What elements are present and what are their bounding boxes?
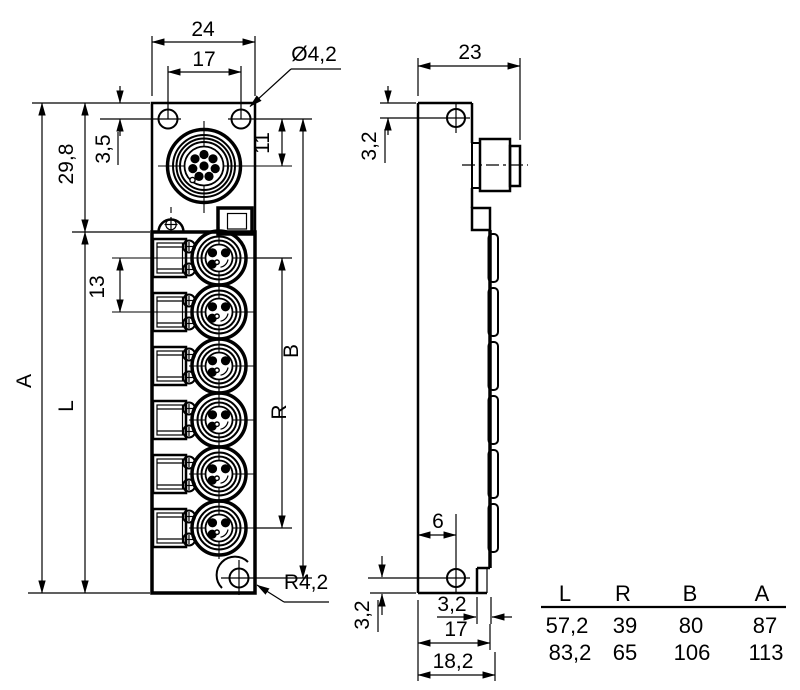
table-header-a: A: [755, 581, 770, 606]
m12-pins: [188, 149, 220, 184]
side-profile-outline: [416, 101, 528, 595]
table-cell: 83,2: [549, 640, 592, 665]
dim-port-span: R: [268, 404, 291, 419]
table-header-b: B: [683, 581, 698, 606]
front-view: 24 17 Ø4,2 3,5 29,8 A L: [13, 18, 341, 603]
side-view: 23 3,2 6 3,2 3,2 17: [351, 41, 528, 681]
table-cell: 65: [613, 640, 637, 665]
m12-connector-side: [462, 137, 528, 193]
m8-ports: [112, 225, 258, 561]
front-tab: [216, 206, 254, 236]
dim-depth-total: 23: [458, 41, 481, 64]
dim-flange-step: 3,2: [437, 593, 466, 616]
front-dimensions: 24 17 Ø4,2 3,5 29,8 A L: [13, 18, 341, 603]
mounting-hole: [230, 108, 252, 130]
table-cell: 39: [613, 613, 637, 638]
mounting-hole: [446, 568, 466, 588]
m8-port: [151, 387, 258, 453]
m8-port: [151, 495, 258, 561]
dim-depth-overall: 18,2: [433, 650, 474, 673]
mounting-holes-front: [100, 66, 312, 595]
mounting-holes-side: [368, 103, 470, 594]
dim-body-length: L: [55, 400, 78, 412]
dim-m12-offset: 11: [251, 132, 274, 154]
m12-connector: [158, 121, 292, 213]
table-row: 83,2 65 106 113: [549, 640, 784, 665]
m8-ports-side: [487, 233, 499, 553]
table-cell: 106: [674, 640, 711, 665]
mounting-hole: [228, 567, 250, 589]
mounting-hole: [157, 108, 179, 130]
m8-port: [151, 441, 258, 507]
dim-width-total: 24: [191, 18, 215, 41]
dim-hole-span: B: [280, 344, 303, 358]
ground-screw: [157, 207, 185, 233]
table-cell: 80: [679, 613, 703, 638]
table-header-r: R: [615, 581, 631, 606]
table-cell: 87: [753, 613, 777, 638]
dim-hole-edge-offset: 3,5: [92, 134, 115, 163]
mounting-hole: [446, 108, 466, 128]
dim-head-height: 29,8: [55, 144, 78, 185]
side-dimensions: 23 3,2 6 3,2 3,2 17: [351, 41, 521, 681]
dim-corner-radius: R4,2: [284, 571, 328, 594]
m8-port: [151, 333, 258, 399]
table-row: 57,2 39 80 87: [546, 613, 778, 638]
dim-hole-diameter: Ø4,2: [291, 43, 337, 66]
dim-height-total: A: [13, 374, 36, 388]
table-cell: 57,2: [546, 613, 589, 638]
dim-port-pitch: 13: [86, 275, 109, 298]
dim-hole-spacing: 17: [192, 48, 215, 71]
dim-depth-body: 17: [444, 618, 467, 641]
dim-bottom-hole-inset: 6: [432, 510, 444, 533]
variant-table: L R B A 57,2 39 80 87 83,2 65 106 113: [541, 581, 786, 665]
table-cell: 113: [748, 640, 783, 665]
dim-bottom-hole-offset: 3,2: [351, 600, 374, 629]
table-header-l: L: [559, 581, 571, 606]
side-tab: [470, 206, 492, 232]
dim-top-hole-offset: 3,2: [358, 131, 381, 160]
